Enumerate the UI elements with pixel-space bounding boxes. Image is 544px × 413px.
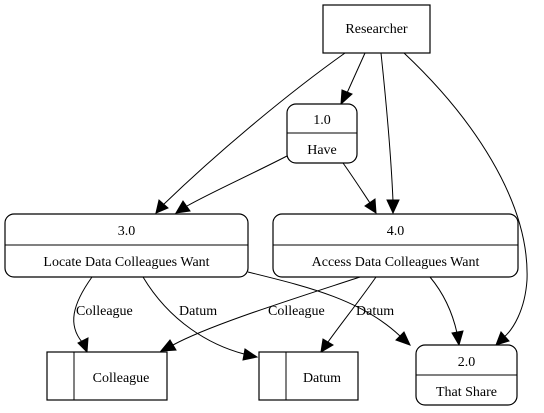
process-3-name: Locate Data Colleagues Want (43, 255, 209, 270)
edge-labels: Colleague Datum Colleague Datum (76, 304, 394, 319)
edge-researcher-to-p1 (346, 52, 366, 94)
process-2-name: That Share (436, 385, 497, 400)
arrowhead-icon (159, 339, 177, 352)
edge-p4-to-colleague (172, 276, 361, 346)
edge-researcher-to-p3 (162, 52, 346, 206)
store-datum-label: Datum (303, 371, 341, 386)
process-4-id: 4.0 (387, 224, 405, 239)
store-colleague-label: Colleague (93, 371, 150, 386)
edge-p4-to-datum (327, 276, 377, 343)
entity-researcher[interactable]: Researcher (322, 4, 431, 54)
edge-p4-to-p2 (429, 276, 458, 334)
process-1[interactable]: 1.0 Have (286, 103, 358, 164)
process-4-name: Access Data Colleagues Want (312, 255, 480, 270)
process-3[interactable]: 3.0 Locate Data Colleagues Want (4, 213, 249, 278)
edge-p3-to-p2 (247, 271, 401, 337)
edge-label-p3-colleague: Colleague (76, 304, 133, 319)
entity-researcher-label: Researcher (345, 22, 408, 37)
process-4[interactable]: 4.0 Access Data Colleagues Want (272, 213, 519, 278)
arrowhead-icon (395, 331, 411, 346)
process-2[interactable]: 2.0 That Share (415, 344, 518, 406)
edge-p1-to-p3 (186, 155, 288, 207)
edge-p1-to-p4 (342, 162, 371, 204)
process-1-id: 1.0 (313, 113, 331, 128)
edge-p3-to-datum (142, 276, 245, 355)
arrowhead-icon (340, 89, 353, 106)
arrowhead-icon (495, 331, 510, 346)
edge-label-p4-colleague: Colleague (268, 304, 325, 319)
process-3-id: 3.0 (118, 224, 136, 239)
process-1-name: Have (307, 143, 337, 158)
arrowhead-icon (451, 330, 464, 347)
arrowhead-icon (77, 337, 89, 354)
store-datum[interactable]: Datum (258, 351, 359, 401)
process-2-id: 2.0 (458, 355, 476, 370)
arrowhead-icon (175, 200, 191, 214)
edges (73, 52, 528, 361)
edge-researcher-to-p2 (403, 52, 528, 339)
edge-p3-to-colleague (73, 276, 93, 343)
store-colleague[interactable]: Colleague (46, 351, 168, 401)
arrowhead-icon (386, 199, 400, 215)
arrowhead-icon (155, 199, 169, 214)
edge-label-p3-datum: Datum (179, 304, 217, 319)
edge-label-p4-datum: Datum (356, 304, 394, 319)
arrowhead-icon (320, 338, 334, 353)
edge-researcher-to-p4 (380, 52, 394, 202)
arrowhead-icon (364, 198, 377, 214)
arrowhead-icon (242, 348, 259, 361)
